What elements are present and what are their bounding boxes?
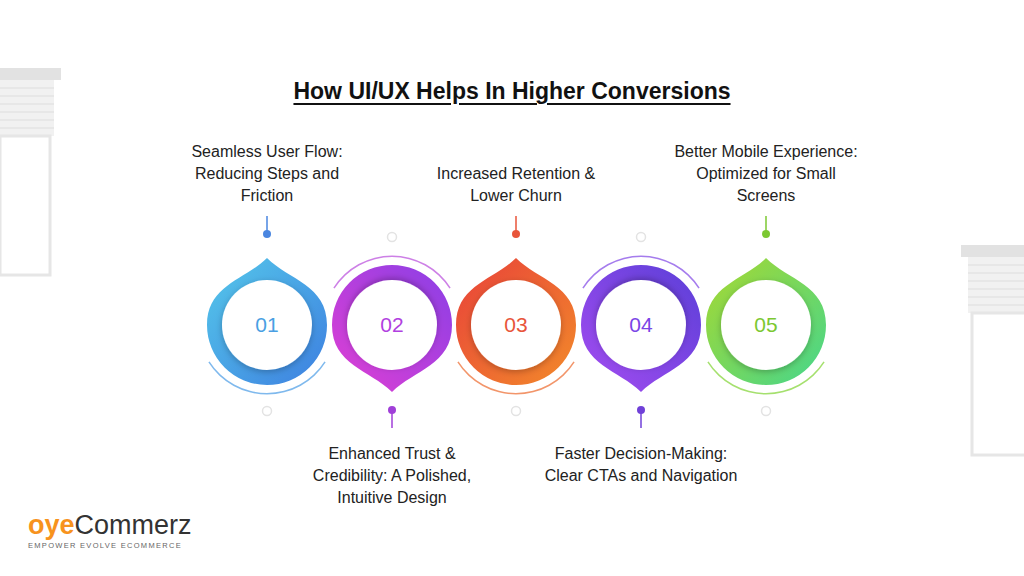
step-number: 04 — [579, 313, 703, 337]
step-number: 03 — [454, 313, 578, 337]
leader-dot — [388, 406, 396, 414]
leader-dot — [512, 230, 520, 238]
window-blind-right — [961, 245, 1024, 455]
step-number: 01 — [205, 313, 329, 337]
grey-dot — [637, 233, 646, 242]
leader-dot — [263, 230, 271, 238]
step-heading: Increased Retention & Lower Churn — [416, 163, 616, 207]
grey-dot — [512, 407, 521, 416]
droplet-step: 02Enhanced Trust & Credibility: A Polish… — [330, 265, 454, 395]
diagram-title: How UI/UX Helps In Higher Conversions — [0, 78, 1024, 105]
grey-dot — [762, 407, 771, 416]
step-number: 02 — [330, 313, 454, 337]
droplet-step: 01Seamless User Flow: Reducing Steps and… — [205, 255, 329, 385]
step-heading: Better Mobile Experience: Optimized for … — [666, 141, 866, 207]
grey-dot — [263, 407, 272, 416]
leader-dot — [762, 230, 770, 238]
logo-text: Commerz — [75, 510, 192, 540]
droplet-step: 03Increased Retention & Lower Churn — [454, 255, 578, 385]
logo-tagline: EMPOWER EVOLVE ECOMMERCE — [28, 541, 192, 550]
logo-text: oye — [28, 510, 75, 540]
leader-dot — [637, 406, 645, 414]
step-heading: Enhanced Trust & Credibility: A Polished… — [292, 443, 492, 509]
droplet-step: 05Better Mobile Experience: Optimized fo… — [704, 255, 828, 385]
step-heading: Faster Decision-Making: Clear CTAs and N… — [541, 443, 741, 487]
step-number: 05 — [704, 313, 828, 337]
step-heading: Seamless User Flow: Reducing Steps and F… — [167, 141, 367, 207]
window-blind-left — [0, 68, 61, 275]
droplet-step: 04Faster Decision-Making: Clear CTAs and… — [579, 265, 703, 395]
grey-dot — [388, 233, 397, 242]
logo: oyeCommerzEMPOWER EVOLVE ECOMMERCE — [28, 510, 192, 550]
